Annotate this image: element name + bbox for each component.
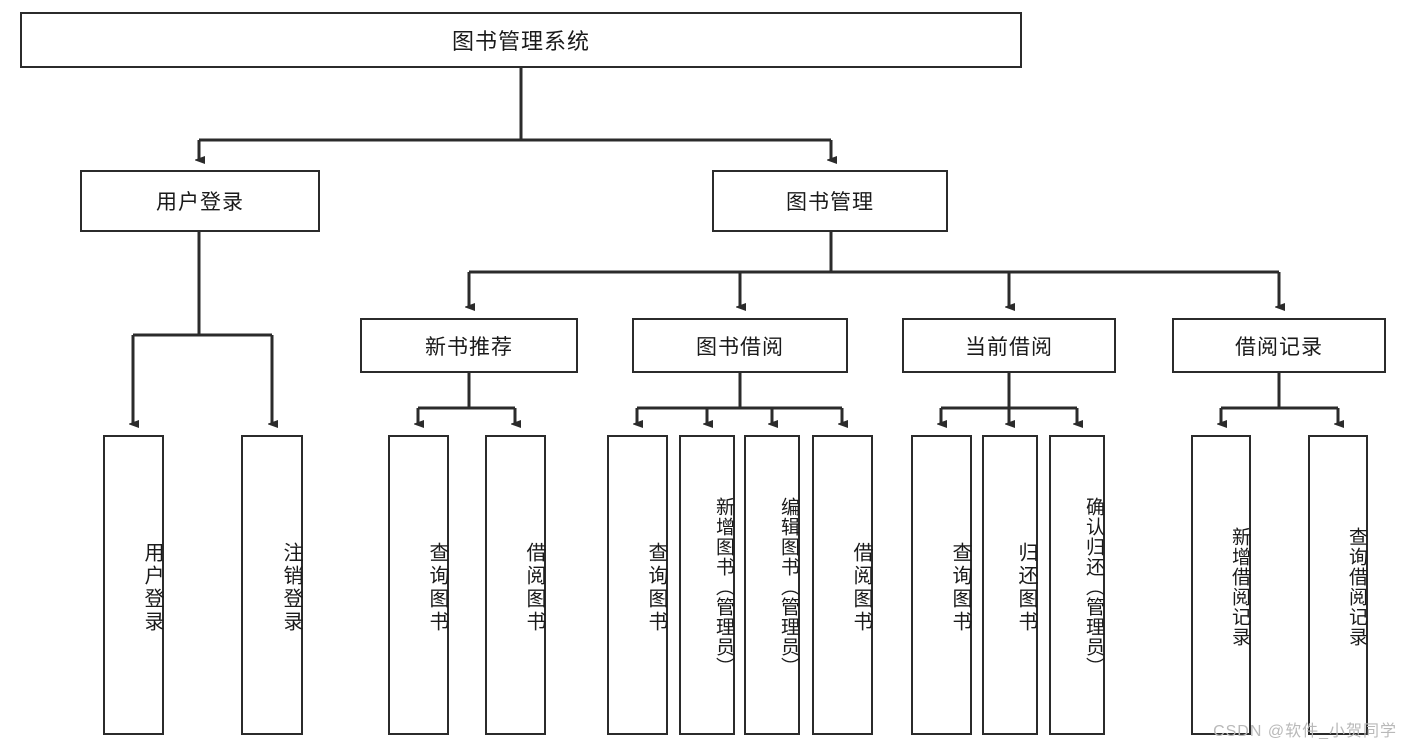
leaf-query-record-label: 查询借阅记录	[1346, 526, 1367, 647]
leaf-user-login-label: 用户登录	[141, 542, 163, 634]
node-book-borrow-label: 图书借阅	[696, 335, 784, 359]
leaf-confirm-return[interactable]: 确认归还（管理员）	[1049, 435, 1105, 735]
leaf-return-book[interactable]: 归还图书	[982, 435, 1038, 735]
node-current-borrow[interactable]: 当前借阅	[902, 318, 1116, 373]
leaf-add-record[interactable]: 新增借阅记录	[1191, 435, 1251, 735]
leaf-return-book-label: 归还图书	[1015, 542, 1037, 634]
node-book-borrow[interactable]: 图书借阅	[632, 318, 848, 373]
leaf-borrow-book-1[interactable]: 借阅图书	[485, 435, 546, 735]
leaf-add-record-label: 新增借阅记录	[1229, 526, 1250, 647]
leaf-add-book-label: 新增图书（管理员）	[713, 496, 734, 677]
leaf-logout[interactable]: 注销登录	[241, 435, 303, 735]
leaf-query-book-1-label: 查询图书	[426, 542, 448, 634]
node-root-label: 图书管理系统	[451, 29, 590, 54]
leaf-confirm-return-label: 确认归还（管理员）	[1083, 496, 1104, 677]
node-book-manage[interactable]: 图书管理	[712, 170, 948, 232]
node-new-book-recommend-label: 新书推荐	[425, 335, 513, 359]
leaf-query-book-3[interactable]: 查询图书	[911, 435, 972, 735]
leaf-user-login[interactable]: 用户登录	[103, 435, 164, 735]
node-root[interactable]: 图书管理系统	[20, 12, 1022, 68]
node-borrow-record-label: 借阅记录	[1235, 335, 1323, 359]
leaf-borrow-book-2-label: 借阅图书	[850, 542, 872, 634]
node-book-manage-label: 图书管理	[786, 191, 874, 214]
node-borrow-record[interactable]: 借阅记录	[1172, 318, 1386, 373]
leaf-add-book[interactable]: 新增图书（管理员）	[679, 435, 735, 735]
leaf-borrow-book-2[interactable]: 借阅图书	[812, 435, 873, 735]
leaf-query-book-3-label: 查询图书	[949, 542, 971, 634]
leaf-query-book-1[interactable]: 查询图书	[388, 435, 449, 735]
leaf-query-book-2-label: 查询图书	[645, 542, 667, 634]
node-user-login-label: 用户登录	[156, 191, 244, 214]
leaf-query-record[interactable]: 查询借阅记录	[1308, 435, 1368, 735]
node-user-login[interactable]: 用户登录	[80, 170, 320, 232]
leaf-query-book-2[interactable]: 查询图书	[607, 435, 668, 735]
leaf-edit-book[interactable]: 编辑图书（管理员）	[744, 435, 800, 735]
leaf-logout-label: 注销登录	[280, 542, 302, 634]
node-new-book-recommend[interactable]: 新书推荐	[360, 318, 578, 373]
node-current-borrow-label: 当前借阅	[965, 335, 1053, 359]
leaf-edit-book-label: 编辑图书（管理员）	[778, 496, 799, 677]
leaf-borrow-book-1-label: 借阅图书	[523, 542, 545, 634]
